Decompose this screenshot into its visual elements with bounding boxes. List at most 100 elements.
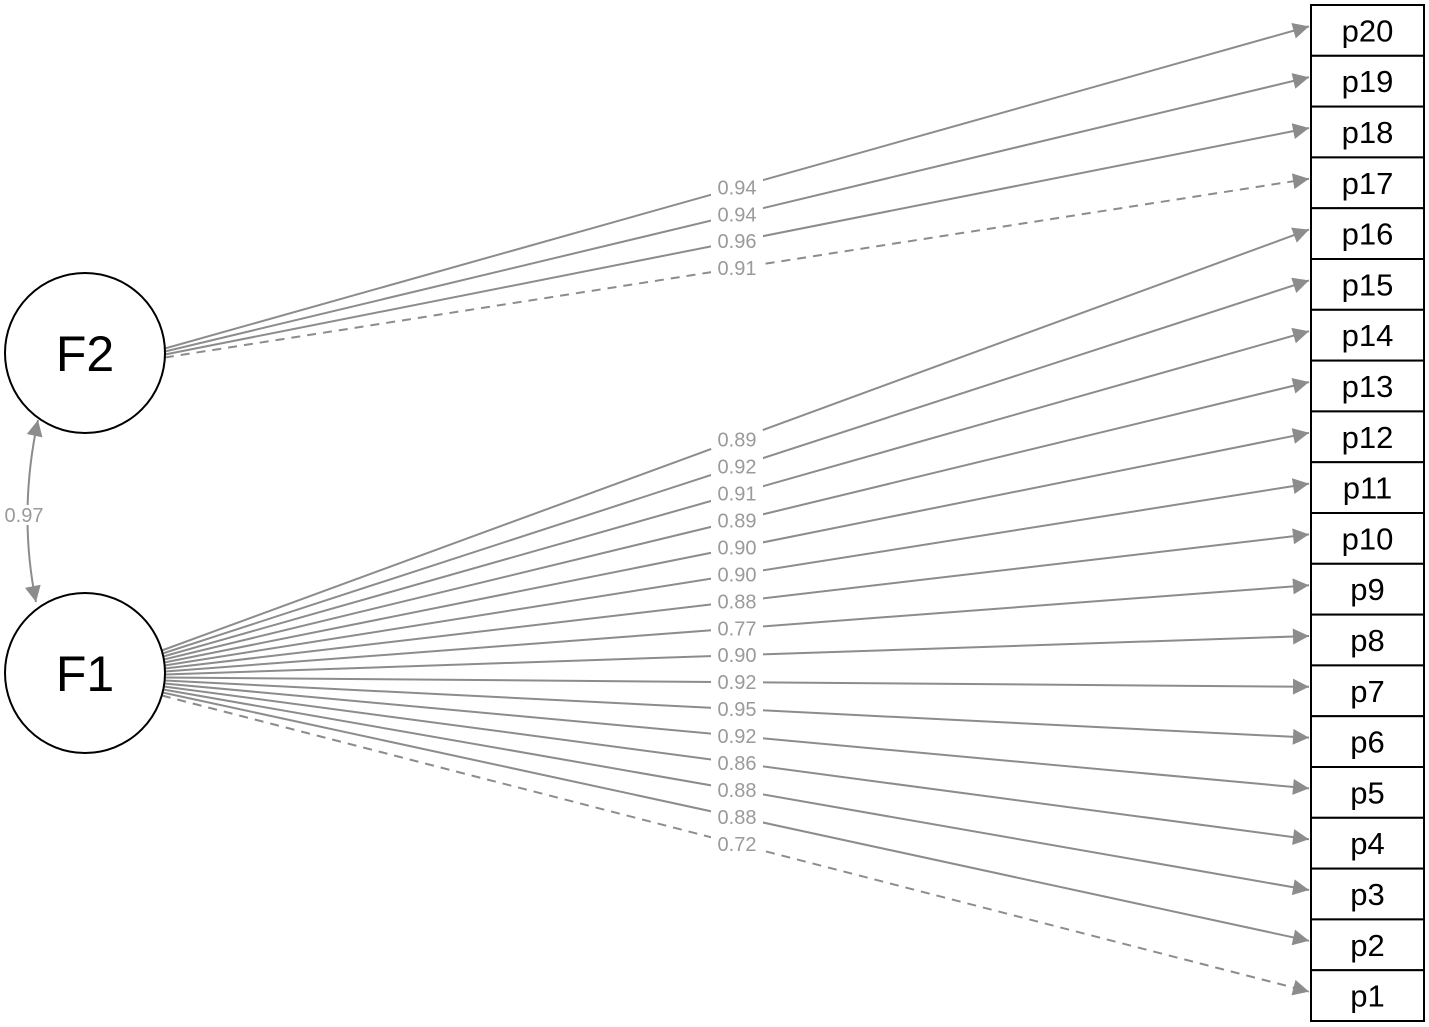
observed-node-p17: p17 xyxy=(1310,156,1425,210)
loading-value-p2: 0.88 xyxy=(718,807,757,829)
loading-label-bg xyxy=(711,833,763,854)
loading-label-bg xyxy=(711,564,763,585)
observed-node-p10: p10 xyxy=(1310,512,1425,565)
observed-label: p2 xyxy=(1350,928,1384,963)
loading-label-bg xyxy=(711,806,763,827)
observed-box xyxy=(1310,207,1425,260)
observed-box xyxy=(1310,258,1425,311)
loading-label-bg xyxy=(711,779,763,800)
observed-label: p4 xyxy=(1350,826,1384,861)
loading-value-p13: 0.89 xyxy=(718,511,757,533)
observed-label: p6 xyxy=(1350,725,1384,760)
observed-node-p9: p9 xyxy=(1310,562,1425,616)
observed-label: p10 xyxy=(1342,521,1394,556)
observed-box xyxy=(1310,461,1425,515)
observed-label: p11 xyxy=(1343,471,1392,506)
observed-box xyxy=(1310,766,1425,819)
observed-node-p12: p12 xyxy=(1310,410,1425,464)
loading-label-bg xyxy=(711,699,763,720)
observed-node-p3: p3 xyxy=(1310,867,1425,921)
loading-value-p16: 0.89 xyxy=(718,429,757,451)
loading-label-bg xyxy=(711,177,763,198)
observed-label: p1 xyxy=(1350,979,1384,1014)
loading-label-bg xyxy=(711,752,763,773)
loading-label-bg xyxy=(711,672,763,693)
loading-label-bg xyxy=(711,618,763,639)
loading-label-bg xyxy=(711,510,763,531)
observed-node-p15: p15 xyxy=(1310,258,1425,311)
observed-box xyxy=(1310,816,1425,870)
observed-box xyxy=(1310,308,1425,362)
observed-node-p8: p8 xyxy=(1310,613,1425,667)
observed-box xyxy=(1310,664,1425,718)
observed-box xyxy=(1310,918,1425,972)
latent-label: F1 xyxy=(56,646,114,702)
loading-labels: 0.940.940.960.910.890.920.910.890.900.90… xyxy=(711,177,763,856)
loading-value-p8: 0.90 xyxy=(718,645,757,667)
loading-value-p1: 0.72 xyxy=(718,834,757,856)
covariance-value: 0.97 xyxy=(5,505,44,527)
observed-node-p5: p5 xyxy=(1310,766,1425,819)
loading-label-bg xyxy=(711,231,763,252)
loading-label-bg xyxy=(711,456,763,477)
observed-node-p14: p14 xyxy=(1310,308,1425,362)
observed-box xyxy=(1310,359,1425,413)
observed-label: p9 xyxy=(1350,572,1384,607)
observed-node-p13: p13 xyxy=(1310,359,1425,413)
loading-value-p11: 0.90 xyxy=(718,565,757,587)
observed-node-p19: p19 xyxy=(1310,54,1425,108)
loading-label-bg xyxy=(711,483,763,504)
loading-value-p5: 0.92 xyxy=(718,726,757,748)
nodes: p20 p19 p18 p17 p16 p15 p14 p13 p12 p11 p10 p9 p8 p7 p… xyxy=(4,4,1425,1023)
observed-label: p17 xyxy=(1342,166,1394,201)
observed-box xyxy=(1310,410,1425,464)
loading-label-bg xyxy=(711,537,763,558)
loading-value-p10: 0.88 xyxy=(718,591,757,613)
observed-label: p12 xyxy=(1342,420,1394,455)
observed-node-p2: p2 xyxy=(1310,918,1425,972)
loading-value-p15: 0.92 xyxy=(718,457,757,479)
observed-box xyxy=(1310,512,1425,565)
observed-box xyxy=(1310,156,1425,210)
loading-value-p9: 0.77 xyxy=(718,618,757,640)
observed-label: p15 xyxy=(1342,267,1394,302)
observed-box xyxy=(1310,969,1425,1023)
latent-circle xyxy=(4,272,166,434)
observed-node-p20: p20 xyxy=(1310,4,1425,57)
latent-node-F1: F1 xyxy=(4,592,166,754)
observed-node-p7: p7 xyxy=(1310,664,1425,718)
observed-box xyxy=(1310,54,1425,108)
observed-label: p16 xyxy=(1342,217,1394,252)
latent-label: F2 xyxy=(56,326,114,382)
observed-label: p18 xyxy=(1342,115,1394,150)
observed-label: p5 xyxy=(1350,775,1384,810)
loading-value-p12: 0.90 xyxy=(718,538,757,560)
loading-value-p4: 0.86 xyxy=(718,753,757,775)
latent-circle xyxy=(4,592,166,754)
loading-label-bg xyxy=(711,258,763,279)
observed-label: p19 xyxy=(1342,64,1394,99)
observed-label: p3 xyxy=(1350,877,1384,912)
observed-node-p4: p4 xyxy=(1310,816,1425,870)
observed-node-p16: p16 xyxy=(1310,207,1425,260)
loading-value-p7: 0.92 xyxy=(718,672,757,694)
observed-label: p20 xyxy=(1342,13,1394,48)
covariance-edge: 0.97 xyxy=(2,419,48,603)
observed-label: p7 xyxy=(1350,674,1384,709)
covariance-label-bg xyxy=(2,505,48,525)
loading-value-p14: 0.91 xyxy=(718,484,757,506)
observed-box xyxy=(1310,715,1425,769)
loading-label-bg xyxy=(711,725,763,746)
loading-label-bg xyxy=(711,429,763,450)
observed-node-p6: p6 xyxy=(1310,715,1425,769)
loading-label-bg xyxy=(711,645,763,666)
loading-value-p3: 0.88 xyxy=(718,780,757,802)
loading-value-p17: 0.91 xyxy=(718,258,757,280)
loading-value-p19: 0.94 xyxy=(718,204,757,226)
latent-node-F2: F2 xyxy=(4,272,166,434)
loading-label-bg xyxy=(711,591,763,612)
observed-label: p13 xyxy=(1342,369,1394,404)
observed-node-p18: p18 xyxy=(1310,105,1425,159)
observed-label: p8 xyxy=(1350,623,1384,658)
